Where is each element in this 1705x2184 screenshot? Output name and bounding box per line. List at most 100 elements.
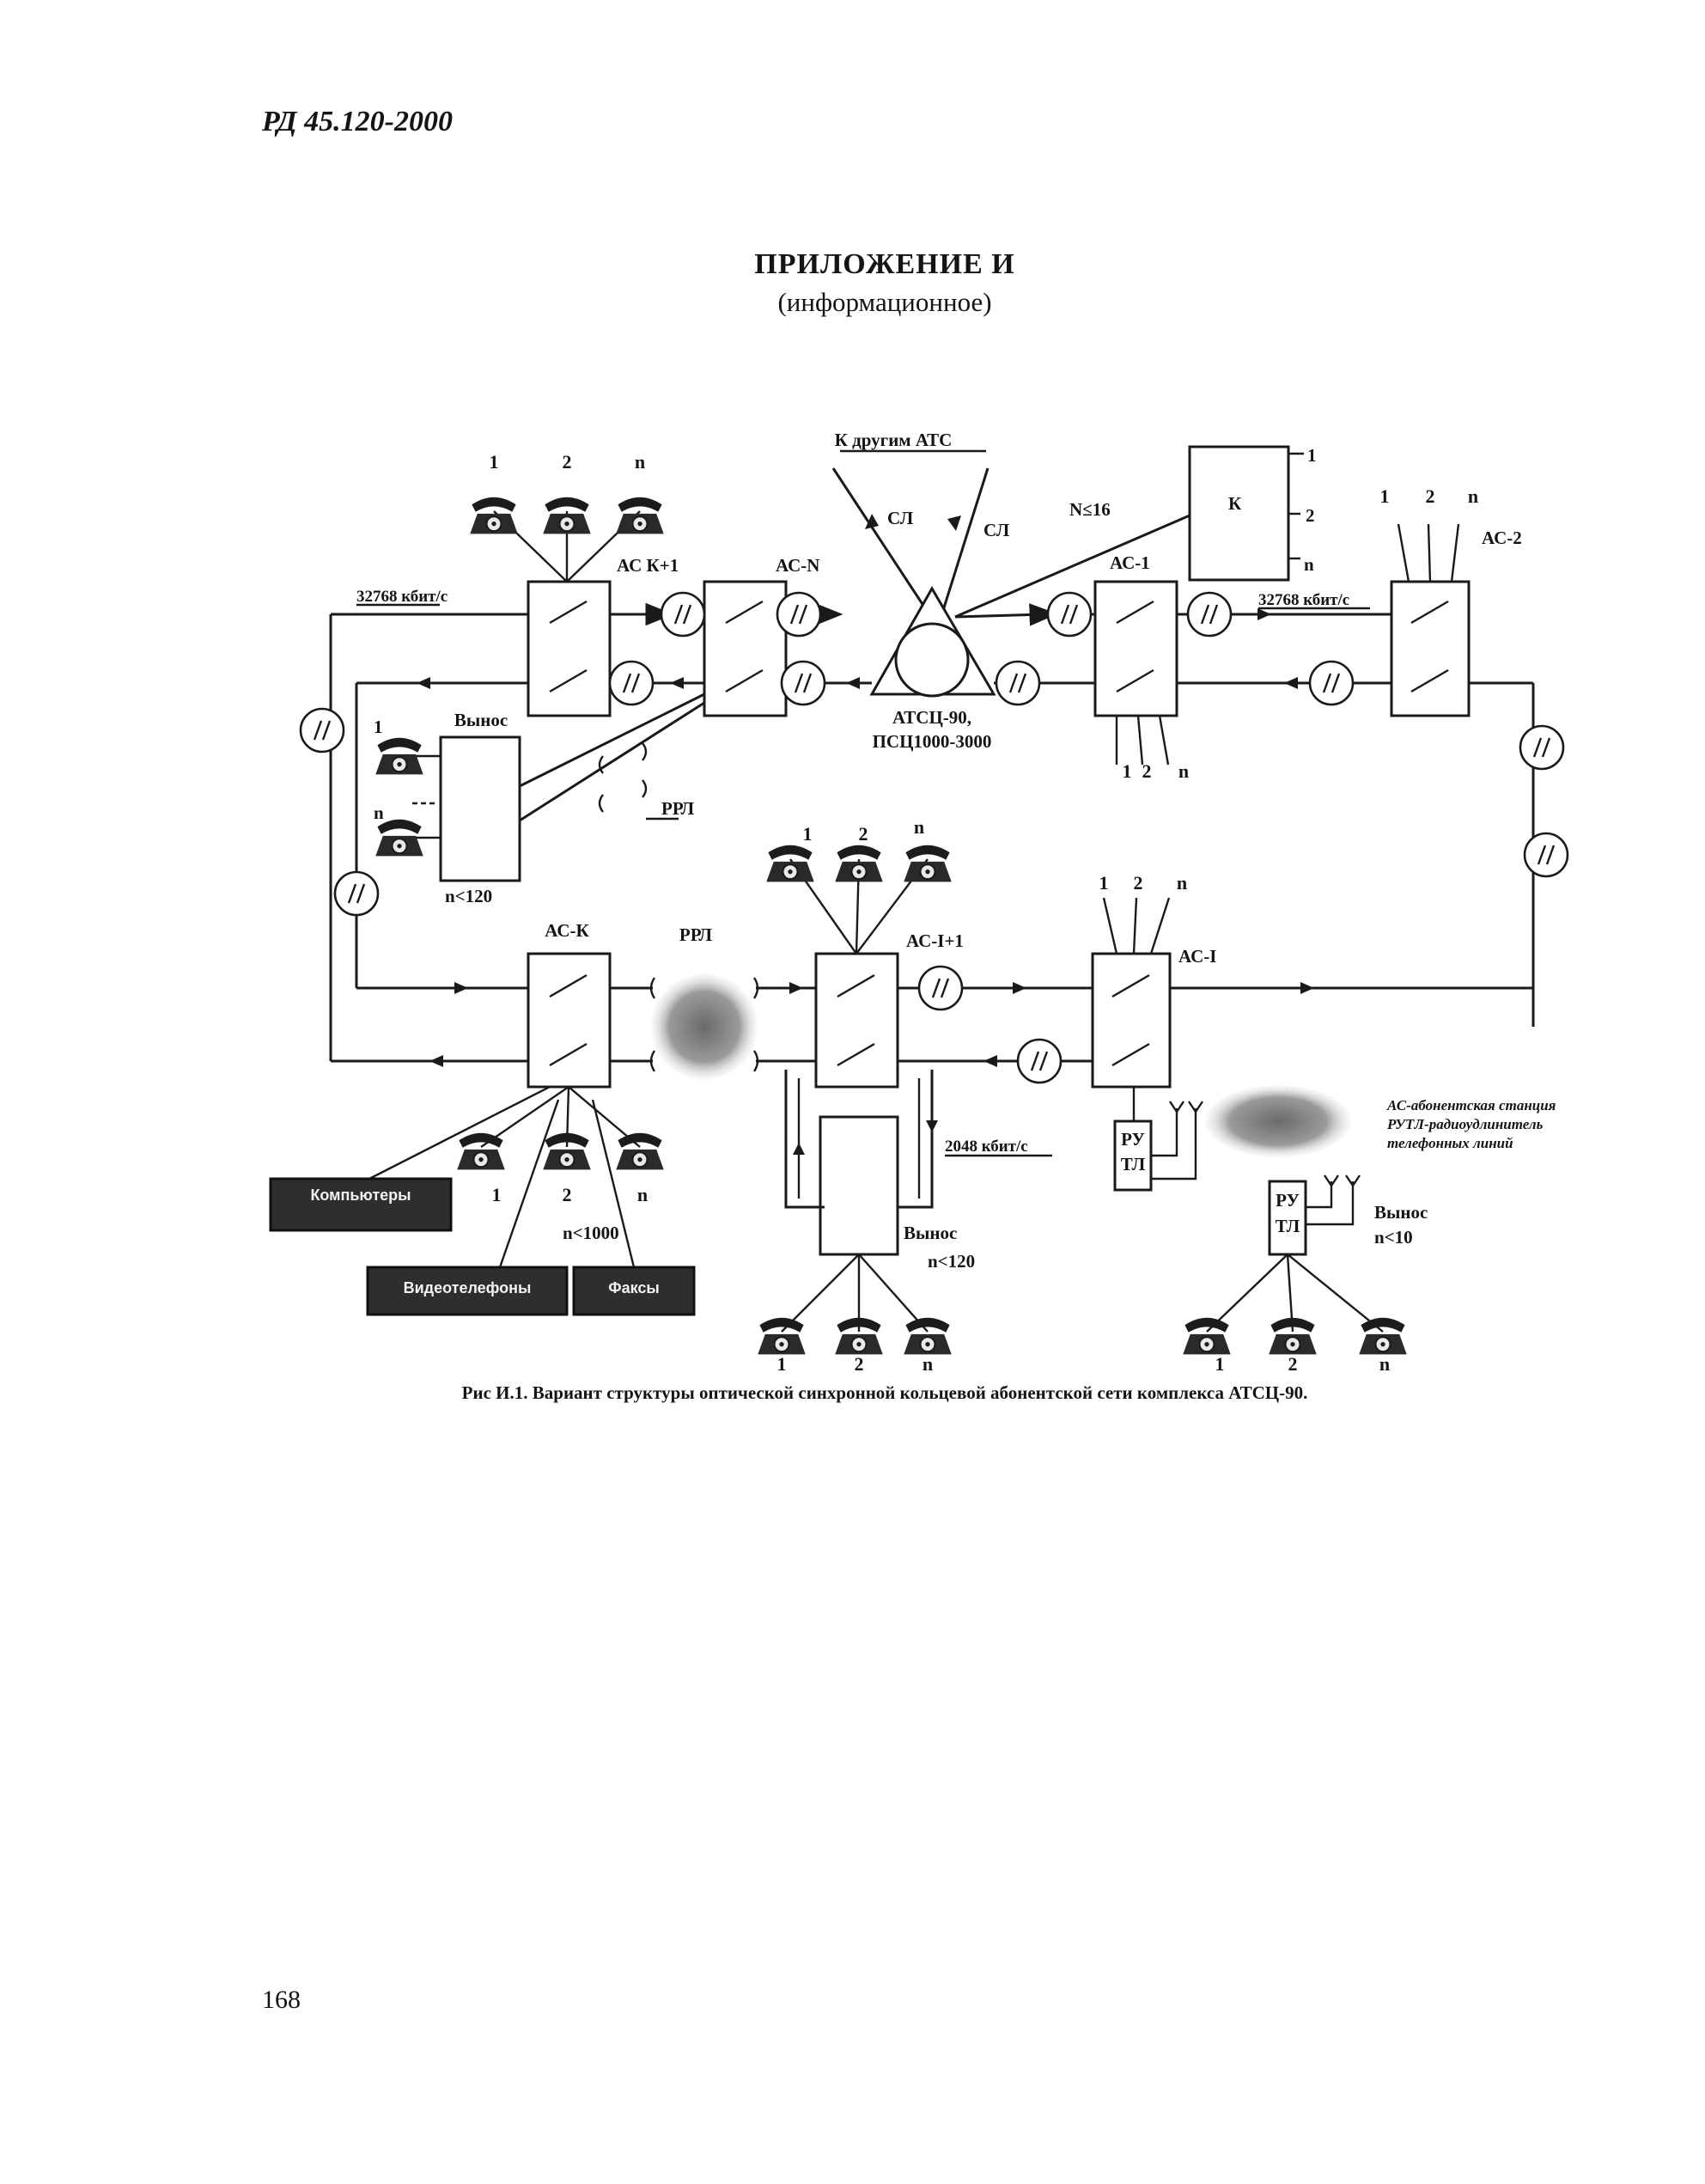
index-label-as1: 1 [1123, 760, 1132, 782]
rrl-top-label: РРЛ [661, 798, 695, 819]
telephone-handset-icon [834, 1316, 884, 1356]
link-computers [368, 1085, 551, 1180]
ring-ret-arrow-2 [846, 677, 860, 689]
remote-bottom-limit: n<120 [928, 1251, 975, 1272]
regenerator-icon [299, 707, 345, 753]
remote-top-line-n: n [374, 802, 384, 823]
index-label-asi1: 2 [859, 823, 868, 845]
station-as-k [527, 952, 612, 1089]
handsets [374, 496, 1460, 1356]
station-as-i1 [814, 952, 899, 1089]
rrl-top-link-2 [519, 701, 705, 822]
trunk-left-label: СЛ [887, 508, 914, 528]
ring-top-seg-4 [954, 603, 1058, 626]
telephone-handset-icon [615, 496, 665, 535]
station-as-i-label: АС-I [1178, 946, 1216, 967]
index-label-asi1: n [914, 816, 924, 838]
legend-line-2: РУТЛ-радиоудлинитель [1386, 1116, 1544, 1132]
rutl-1-a: РУ [1121, 1129, 1145, 1150]
index-label-rutl: 1 [1215, 1353, 1225, 1375]
telephone-handset-icon [542, 1132, 592, 1171]
ring-bottom-arrow-2 [789, 982, 803, 994]
station-as-n-label: АС-N [776, 555, 819, 576]
telephone-handset-icon [1358, 1316, 1408, 1356]
index-label-ask: n [637, 1184, 648, 1205]
remote-rutl-limit: n<10 [1374, 1227, 1413, 1248]
k-out-2: 2 [1306, 505, 1315, 526]
ring-ret-arrow-1 [1284, 677, 1298, 689]
telephone-handset-icon [1268, 1316, 1318, 1356]
regenerator-icon [1523, 832, 1569, 878]
rrl-top-link-1 [519, 692, 705, 788]
station-as-1 [1093, 580, 1178, 717]
telephone-handset-icon [1182, 1316, 1232, 1356]
telephone-handset-icon [765, 844, 815, 883]
index-label-rutl: 2 [1288, 1353, 1298, 1375]
ring-bottom-arrow-5 [429, 1055, 443, 1067]
index-label-asi: 1 [1099, 872, 1109, 894]
regenerator-icon [1308, 660, 1355, 706]
index-label-asi: n [1177, 872, 1187, 894]
rutl-2-box [1268, 1180, 1307, 1256]
index-label-as2: 2 [1426, 485, 1435, 507]
loop-arrow-up [793, 1143, 805, 1155]
index-label-ask: 1 [492, 1184, 502, 1205]
regenerators [299, 591, 1569, 1084]
regenerator-icon [995, 660, 1041, 706]
central-station-circle [894, 622, 970, 698]
trunk-arrow-left [865, 514, 879, 529]
computers-box [269, 1177, 453, 1232]
trunk-arrow-right [947, 515, 961, 531]
loop-inner [797, 1078, 921, 1199]
trunk-line-left [831, 467, 934, 619]
faxes-label: Факсы [608, 1279, 660, 1296]
ring-ret-arrow-3 [670, 677, 684, 689]
remote-top-line-1: 1 [374, 717, 383, 737]
telephone-handset-icon [615, 1132, 665, 1171]
index-label-as2: 1 [1380, 485, 1390, 507]
regenerator-icon [776, 591, 822, 638]
station-as-k-label: АС-К [545, 920, 589, 941]
rrl-top-parens [598, 742, 648, 813]
remote-top-box [439, 735, 521, 882]
station-as-1-label: АС-1 [1110, 552, 1150, 573]
index-label-top-left: n [635, 451, 645, 473]
remote-bottom-box [819, 1115, 899, 1256]
regenerator-icon [608, 660, 655, 706]
index-label-as1: 2 [1142, 760, 1152, 782]
ring-bottom-arrow-1 [454, 982, 468, 994]
regenerator-icon [1519, 724, 1565, 771]
k-count-label: N≤16 [1069, 499, 1111, 520]
index-label-asi1: 1 [803, 823, 813, 845]
telephone-handset-icon [903, 1316, 953, 1356]
remote-rutl-title: Вынос [1374, 1202, 1428, 1223]
station-as-i [1091, 952, 1172, 1089]
doc-code: РД 45.120-2000 [261, 106, 453, 137]
appendix-subtitle: (информационное) [777, 287, 991, 317]
ring-bottom-arrow-3 [1013, 982, 1026, 994]
trunk-line-right [939, 467, 990, 619]
rrl-bottom-label: РРЛ [679, 924, 713, 945]
regenerator-icon [660, 591, 706, 638]
speed-label-top-right: 32768 кбит/с [1258, 591, 1349, 609]
ring-top-arrow [1257, 608, 1271, 620]
rutl-2-antenna-lines [1306, 1181, 1355, 1226]
antenna-icon-2 [1324, 1174, 1361, 1188]
k-out-n: n [1304, 554, 1314, 575]
rutl-1-antenna-lines [1151, 1108, 1197, 1180]
k-link [954, 514, 1190, 619]
computers-label: Компьютеры [310, 1187, 411, 1204]
trunk-right-label: СЛ [983, 520, 1010, 540]
speed-label-top-left: 32768 кбит/с [356, 588, 448, 606]
as-k-limit: n<1000 [563, 1223, 619, 1243]
index-label-as2: n [1468, 485, 1478, 507]
page-number: 168 [262, 1986, 301, 2014]
regenerator-icon [1016, 1038, 1063, 1084]
link-videophones [498, 1099, 560, 1268]
telephone-handset-icon [542, 496, 592, 535]
station-as-2-label: АС-2 [1482, 528, 1522, 548]
index-label-top-left: 1 [490, 451, 499, 473]
central-station-model: ПСЦ1000-3000 [873, 731, 992, 752]
